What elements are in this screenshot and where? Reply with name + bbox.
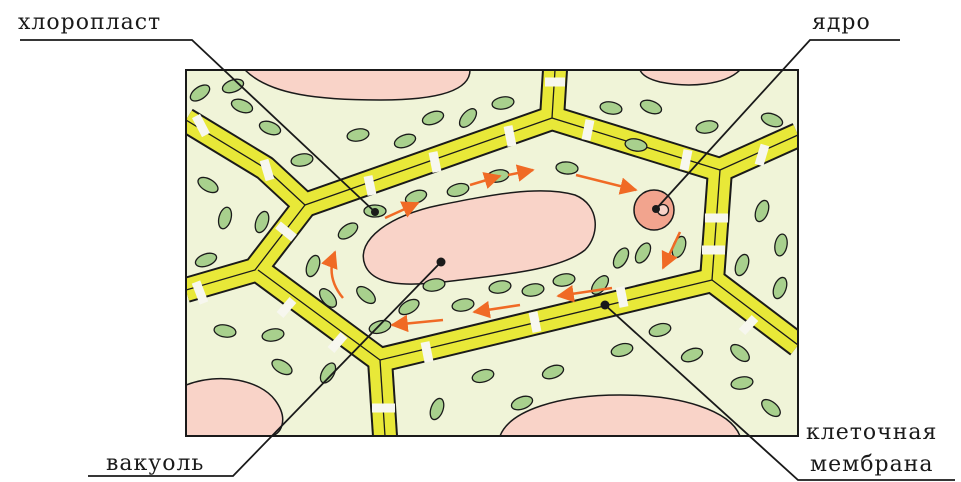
label-nucleus: ядро: [812, 10, 871, 35]
leader-dot-icon: [437, 258, 446, 267]
label-vacuole: вакуоль: [106, 451, 204, 476]
leader-dot-icon: [371, 208, 379, 216]
leader-dot-icon: [601, 301, 610, 310]
leader-dot-icon: [652, 205, 660, 213]
label-chloroplast: хлоропласт: [18, 10, 161, 35]
label-membrane-line1: клеточная: [806, 420, 937, 445]
label-membrane-line2: мембрана: [810, 452, 933, 477]
tissue-section: [186, 70, 798, 436]
